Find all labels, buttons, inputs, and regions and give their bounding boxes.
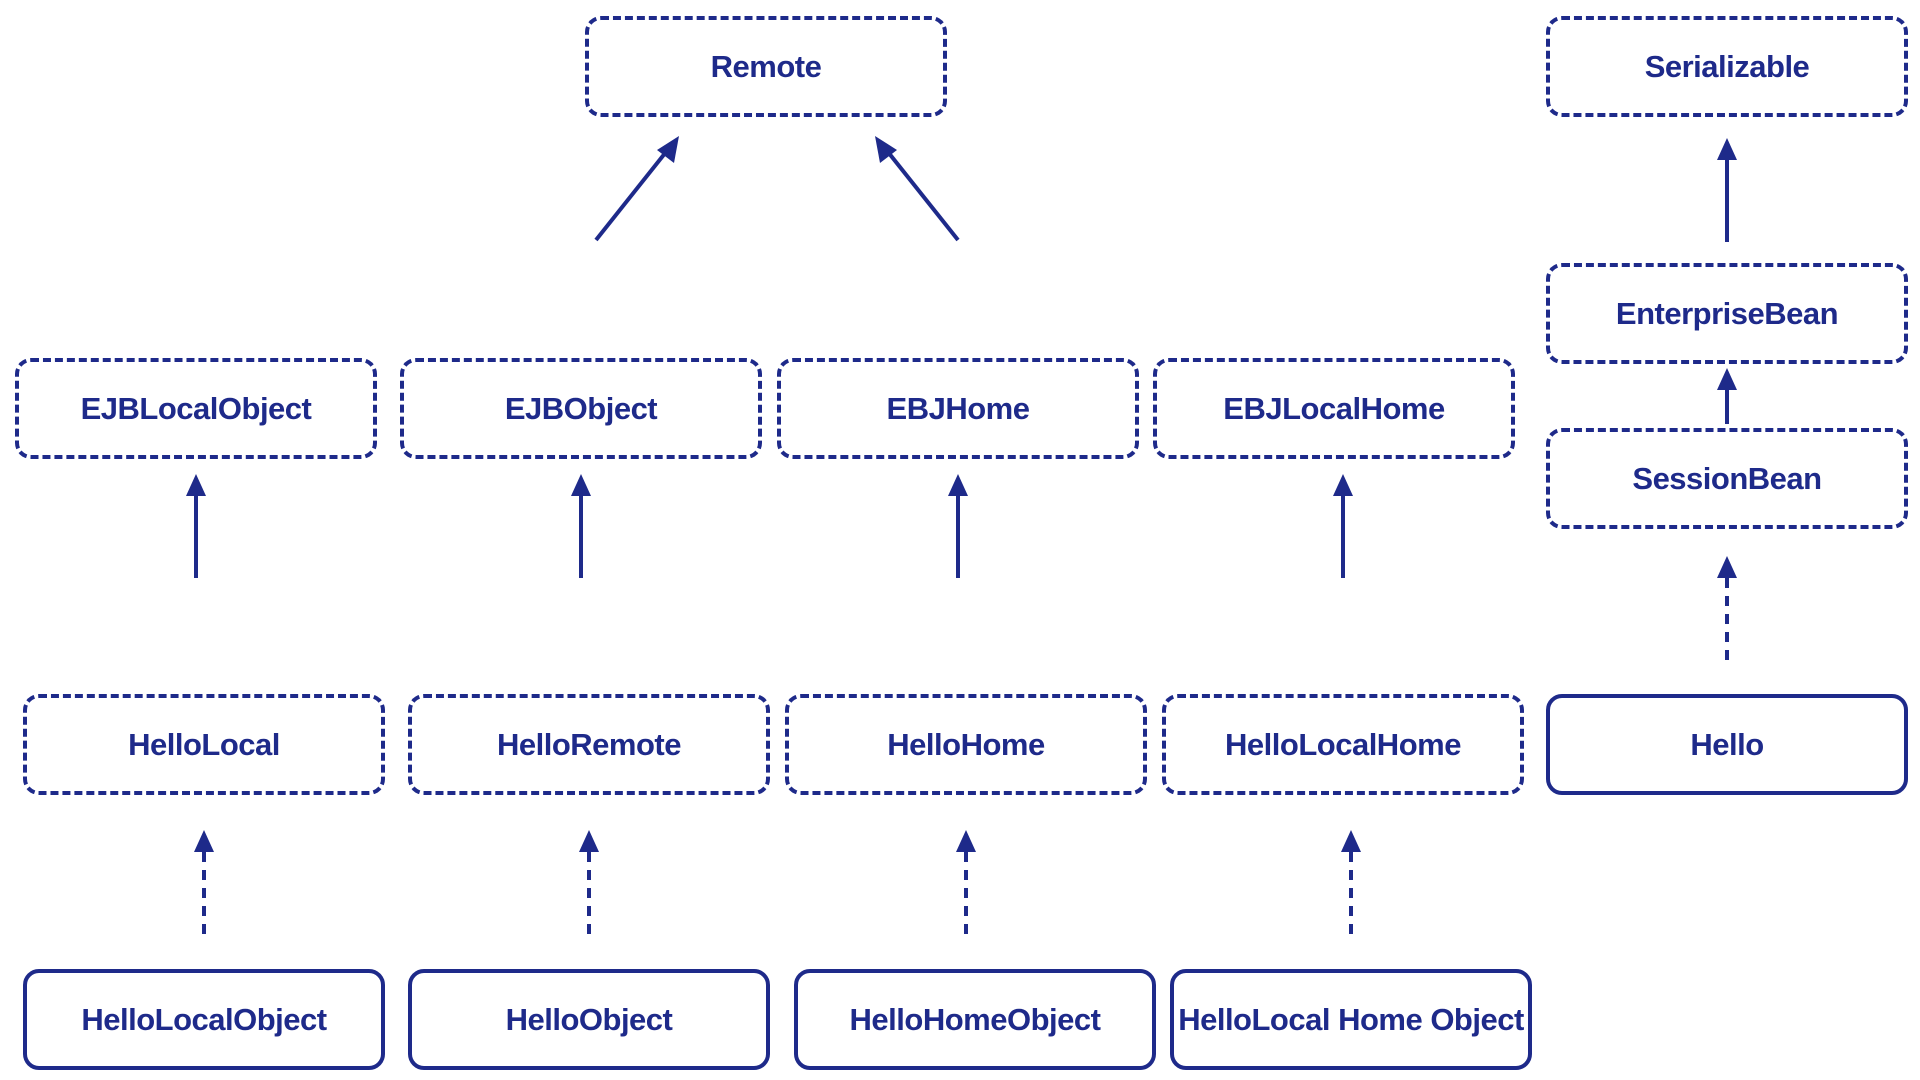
node-hello-home-object: HelloHomeObject	[794, 969, 1156, 1070]
arrowhead	[1717, 138, 1737, 160]
node-hello: Hello	[1546, 694, 1908, 795]
arrowhead	[1717, 556, 1737, 578]
arrowhead	[875, 136, 897, 163]
arrowhead	[194, 830, 214, 852]
node-hello-remote: HelloRemote	[408, 694, 770, 795]
arrowhead	[956, 830, 976, 852]
node-ebj-local-home: EBJLocalHome	[1153, 358, 1515, 459]
node-session-bean: SessionBean	[1546, 428, 1908, 529]
arrowhead	[579, 830, 599, 852]
node-ejb-object: EJBObject	[400, 358, 762, 459]
node-hello-local-object: HelloLocalObject	[23, 969, 385, 1070]
arrow-ejbobject-to-remote	[594, 150, 668, 242]
arrowhead	[571, 474, 591, 496]
arrowhead	[657, 136, 679, 163]
node-hello-object: HelloObject	[408, 969, 770, 1070]
arrowhead	[1333, 474, 1353, 496]
arrow-ebjhome-to-remote	[886, 150, 960, 242]
node-hello-local: HelloLocal	[23, 694, 385, 795]
node-ejb-local-object: EJBLocalObject	[15, 358, 377, 459]
arrowhead	[1717, 368, 1737, 390]
node-ebj-home: EBJHome	[777, 358, 1139, 459]
arrowhead	[948, 474, 968, 496]
arrowhead	[186, 474, 206, 496]
node-hello-local-home: HelloLocalHome	[1162, 694, 1524, 795]
node-enterprise-bean: EnterpriseBean	[1546, 263, 1908, 364]
node-serializable: Serializable	[1546, 16, 1908, 117]
node-hello-home: HelloHome	[785, 694, 1147, 795]
node-hello-local-home-object: HelloLocal Home Object	[1170, 969, 1532, 1070]
node-remote: Remote	[585, 16, 947, 117]
arrowhead	[1341, 830, 1361, 852]
